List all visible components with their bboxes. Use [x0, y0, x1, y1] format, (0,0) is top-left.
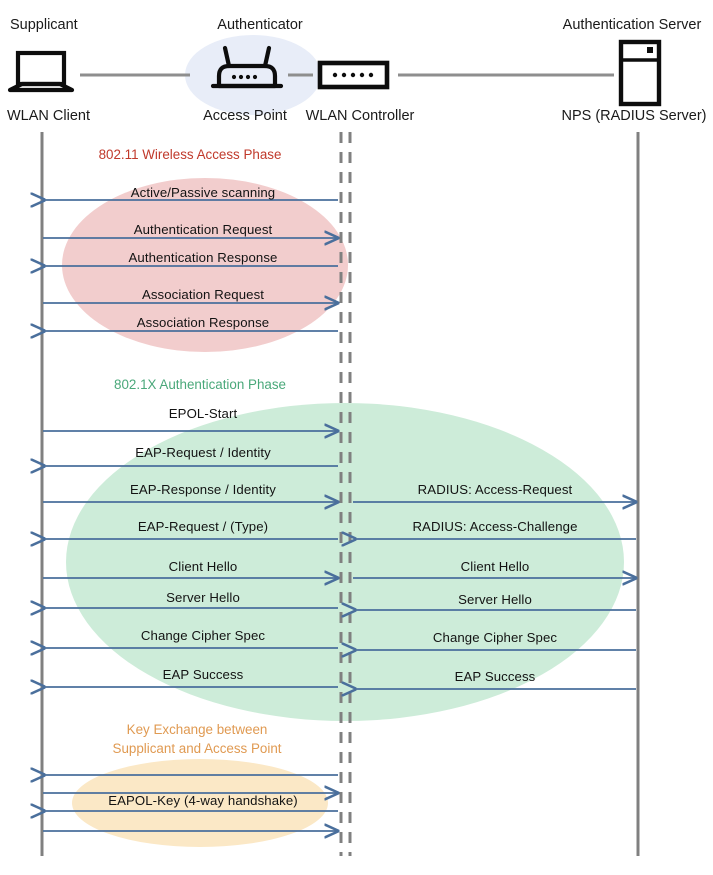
message-label-left-4: Association Response: [136, 315, 270, 330]
message-label-left-10: Server Hello: [166, 590, 240, 605]
wlan-controller-icon: [317, 60, 390, 90]
message-label-left-2: Authentication Response: [128, 250, 278, 265]
key-phase-ellipse: [72, 759, 328, 847]
right-arrow-group: [353, 502, 636, 689]
message-label-left-15: EAPOL-Key (4-way handshake): [108, 793, 298, 808]
message-label-left-1: Authentication Request: [133, 222, 273, 237]
access-point-icon: [210, 45, 284, 89]
message-label-left-8: EAP-Request / (Type): [137, 519, 269, 534]
actor-device-nps: NPS (RADIUS Server): [561, 108, 707, 124]
actor-device-access-point: Access Point: [203, 108, 287, 124]
message-label-right-2: Client Hello: [460, 559, 530, 574]
message-label-left-5: EPOL-Start: [168, 406, 238, 421]
actor-device-wlan-controller: WLAN Controller: [305, 108, 415, 124]
message-label-right-5: EAP Success: [454, 669, 536, 684]
message-label-left-0: Active/Passive scanning: [130, 185, 276, 200]
message-label-left-3: Association Request: [141, 287, 265, 302]
phase-label-wireless: 802.11 Wireless Access Phase: [98, 147, 282, 162]
message-label-left-12: EAP Success: [162, 667, 244, 682]
authenticator-group-ellipse: [185, 35, 321, 115]
phase-label-key-line1: Key Exchange between: [126, 722, 268, 737]
left-arrow-group: [43, 200, 338, 831]
message-label-left-9: Client Hello: [168, 559, 238, 574]
server-icon: [618, 39, 662, 107]
wireless-phase-ellipse: [62, 178, 348, 352]
message-label-right-1: RADIUS: Access-Challenge: [412, 519, 578, 534]
phase-label-key-line2: Supplicant and Access Point: [112, 741, 282, 756]
message-label-left-7: EAP-Response / Identity: [130, 482, 276, 497]
message-label-right-4: Change Cipher Spec: [432, 630, 558, 645]
message-label-right-0: RADIUS: Access-Request: [417, 482, 573, 497]
dot1x-phase-ellipse: [66, 403, 624, 721]
message-label-left-6: EAP-Request / Identity: [135, 445, 271, 460]
message-label-left-11: Change Cipher Spec: [140, 628, 266, 643]
actor-role-auth-server: Authentication Server: [562, 17, 702, 33]
message-label-right-3: Server Hello: [458, 592, 532, 607]
phase-label-dot1x: 802.1X Authentication Phase: [114, 377, 286, 392]
actor-device-wlan-client: WLAN Client: [7, 108, 90, 124]
actor-role-supplicant: Supplicant: [10, 17, 78, 33]
laptop-icon: [7, 50, 75, 93]
actor-role-authenticator: Authenticator: [217, 17, 303, 33]
